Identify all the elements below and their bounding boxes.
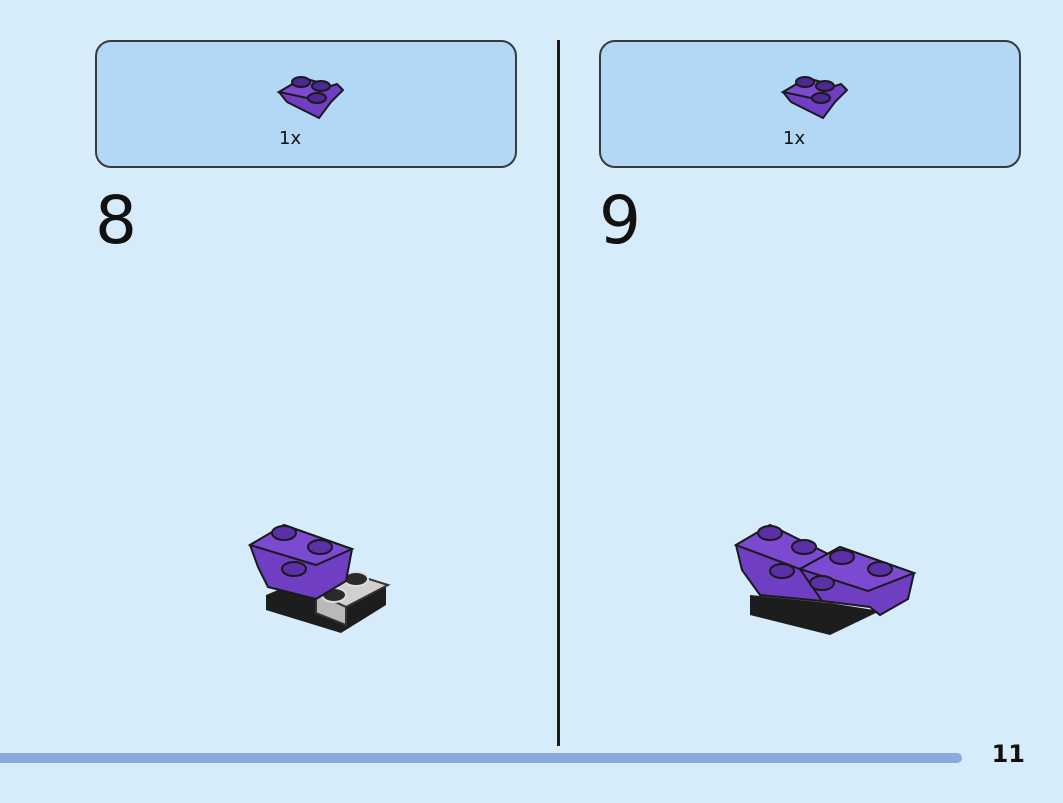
purple-wedge-plate-icon	[780, 76, 849, 120]
page-number: 11	[991, 740, 1025, 768]
purple-wedge-plate-icon	[276, 76, 345, 120]
parts-callout-step-8: 1x	[95, 40, 517, 168]
part-quantity: 1x	[279, 128, 302, 149]
step-8-assembly-icon	[247, 523, 391, 633]
parts-callout-step-9: 1x	[599, 40, 1021, 168]
step-9-assembly-icon	[733, 523, 917, 635]
page-divider	[557, 40, 560, 746]
step-number: 9	[599, 182, 641, 259]
part-quantity: 1x	[783, 128, 806, 149]
progress-bar	[0, 753, 962, 763]
step-number: 8	[95, 182, 137, 259]
